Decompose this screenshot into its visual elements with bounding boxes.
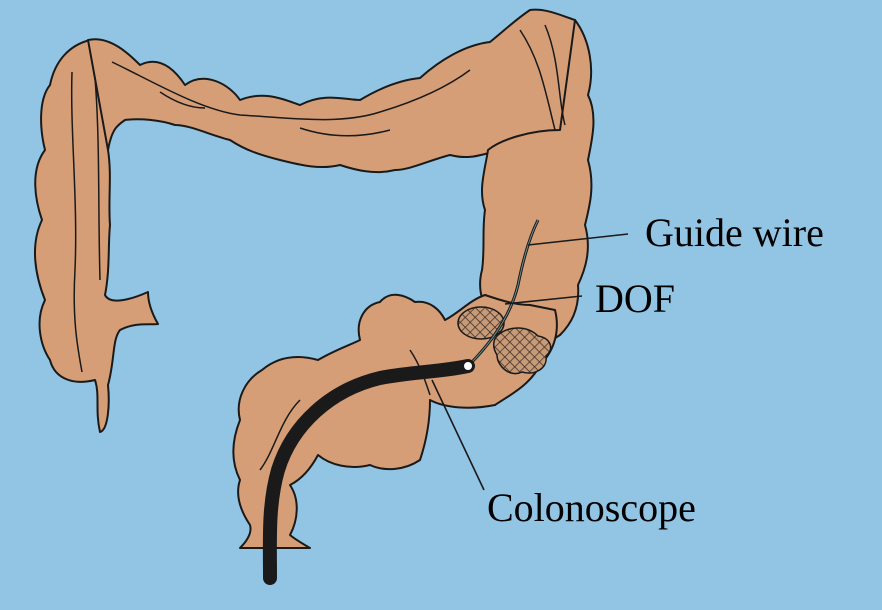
guide-wire-leader	[527, 233, 629, 246]
fold-line	[259, 399, 301, 471]
label-dof: DOF	[595, 276, 675, 321]
leader-lines	[431, 233, 629, 491]
colonoscope-leader	[431, 379, 485, 491]
colonoscope	[262, 359, 475, 585]
dof-balloon-lower	[493, 327, 552, 375]
dof-balloons	[457, 306, 552, 375]
colon-folds	[70, 24, 566, 471]
fold-line	[544, 24, 566, 126]
label-colonoscope: Colonoscope	[487, 485, 696, 530]
dof-balloon-upper	[457, 306, 505, 340]
ascending-colon	[33, 39, 159, 433]
fold-line	[159, 91, 206, 109]
guide-wire-highlight	[471, 219, 539, 363]
dof-leader	[504, 295, 583, 305]
fold-line	[70, 71, 83, 373]
fold-line	[94, 77, 101, 281]
fold-line	[299, 127, 391, 137]
colonoscope-tip	[462, 360, 474, 372]
fold-line	[111, 61, 471, 121]
fold-line	[519, 29, 556, 131]
label-guide-wire: Guide wire	[645, 210, 824, 255]
